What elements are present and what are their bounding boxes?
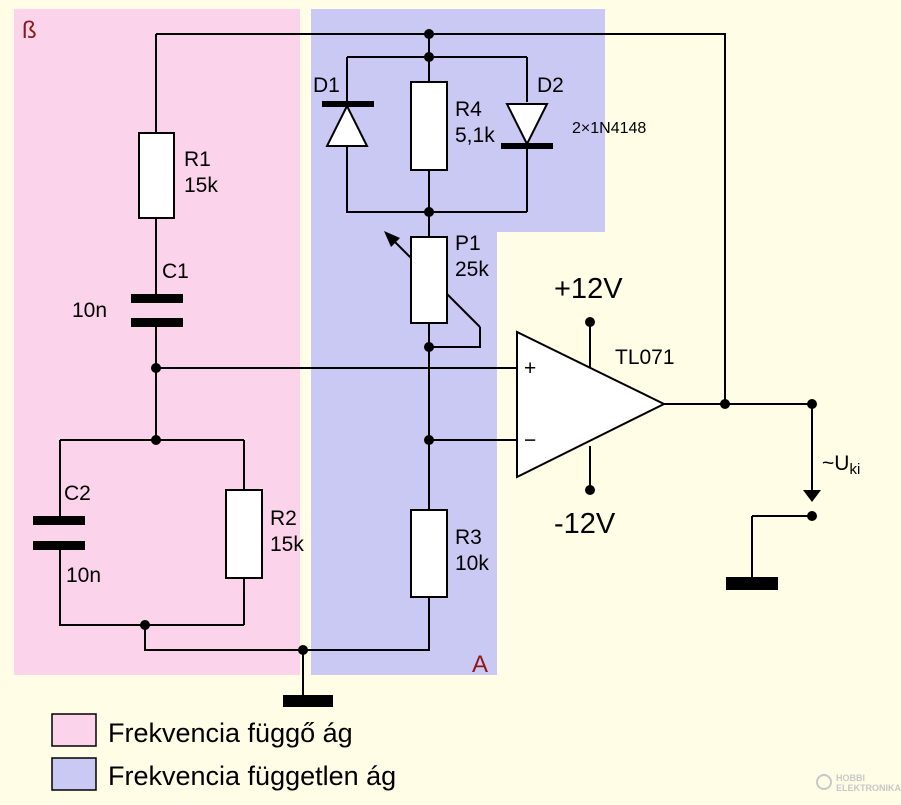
p1-value: 25k [455,258,489,281]
junctions [140,29,817,655]
r4-name: R4 [455,98,482,121]
svg-text:HOBBI: HOBBI [836,773,865,783]
legend-label-freq-dependent: Frekvencia függő ág [108,718,353,748]
r2-resistor [225,489,263,579]
d1-name: D1 [313,74,340,97]
r4-resistor [410,81,448,171]
r3-name: R3 [455,526,482,549]
c2-capacitor [33,516,85,550]
legend-swatch-freq-independent [51,757,97,791]
r4-value: 5,1k [455,124,495,147]
legend: Frekvencia függő ág Frekvencia független… [51,713,396,791]
c1-name: C1 [162,260,189,283]
opamp-plus-sign: + [524,357,536,380]
d1-diode [322,101,374,147]
legend-label-freq-independent: Frekvencia független ág [108,761,396,791]
opamp-name: TL071 [615,346,675,369]
r3-value: 10k [455,552,489,575]
c2-value: 10n [66,564,101,587]
supply-negative-label: -12V [554,508,616,540]
c1-value: 10n [72,299,107,322]
p1-potentiometer [410,236,448,324]
svg-text:ELEKTRONIKA: ELEKTRONIKA [836,783,901,793]
r1-resistor [138,132,175,219]
a-label: A [472,651,488,678]
r2-value: 15k [270,533,304,556]
c2-name: C2 [64,482,91,505]
diode-type-label: 2×1N4148 [572,120,646,137]
r1-value: 15k [184,174,218,197]
beta-label: ß [22,17,37,44]
ground-symbol-output [726,577,778,590]
p1-wiper-arrow [384,231,400,247]
d2-name: D2 [537,74,564,97]
d2-diode [501,103,553,149]
ground-symbol-main [283,695,333,707]
legend-swatch-freq-dependent [51,713,97,747]
supply-positive-label: +12V [554,273,623,305]
r3-resistor [410,509,448,598]
opamp-symbol [516,330,667,479]
p1-name: P1 [455,232,481,255]
r2-name: R2 [270,507,297,530]
output-arrow [803,490,821,502]
opamp-minus-sign: − [524,429,536,452]
freq-independent-region [311,9,605,675]
c1-capacitor [131,294,183,327]
wires [59,33,813,697]
r1-name: R1 [184,148,211,171]
watermark-logo: HOBBI ELEKTRONIKA [816,773,901,793]
output-label: ~Uki [822,452,860,478]
